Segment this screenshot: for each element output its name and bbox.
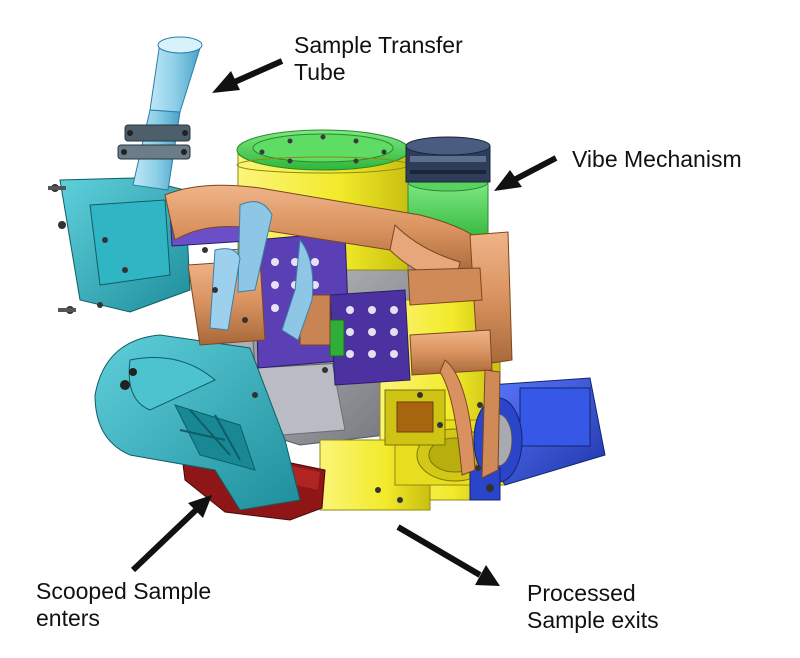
arrow-sample-transfer-tube xyxy=(212,58,284,93)
label-vibe-mechanism-line1: Vibe Mechanism xyxy=(572,146,742,172)
label-scooped-sample-enters-line1: Scooped Sample xyxy=(36,578,212,604)
label-sample-transfer-tube: Sample Transfer Tube xyxy=(294,32,463,86)
blue-straps xyxy=(209,201,314,341)
label-sample-transfer-tube-line2: Tube xyxy=(294,59,346,85)
arrow-vibe-mechanism xyxy=(494,155,558,191)
fasteners xyxy=(202,247,494,503)
label-processed-sample-exits-line2: Sample exits xyxy=(527,607,659,633)
label-scooped-sample-enters: Scooped Sample enters xyxy=(36,578,211,632)
label-scooped-sample-enters-line2: enters xyxy=(36,605,100,631)
arrow-processed-sample-exits xyxy=(396,524,500,586)
teal-frame xyxy=(48,177,191,314)
label-processed-sample-exits-line1: Processed xyxy=(527,580,636,606)
arrow-scooped-sample-enters xyxy=(130,495,212,573)
transfer-tube xyxy=(117,36,203,191)
label-vibe-mechanism: Vibe Mechanism xyxy=(572,146,742,173)
label-sample-transfer-tube-line1: Sample Transfer xyxy=(294,32,463,58)
label-processed-sample-exits: Processed Sample exits xyxy=(527,580,659,634)
teal-bracket xyxy=(94,334,301,511)
